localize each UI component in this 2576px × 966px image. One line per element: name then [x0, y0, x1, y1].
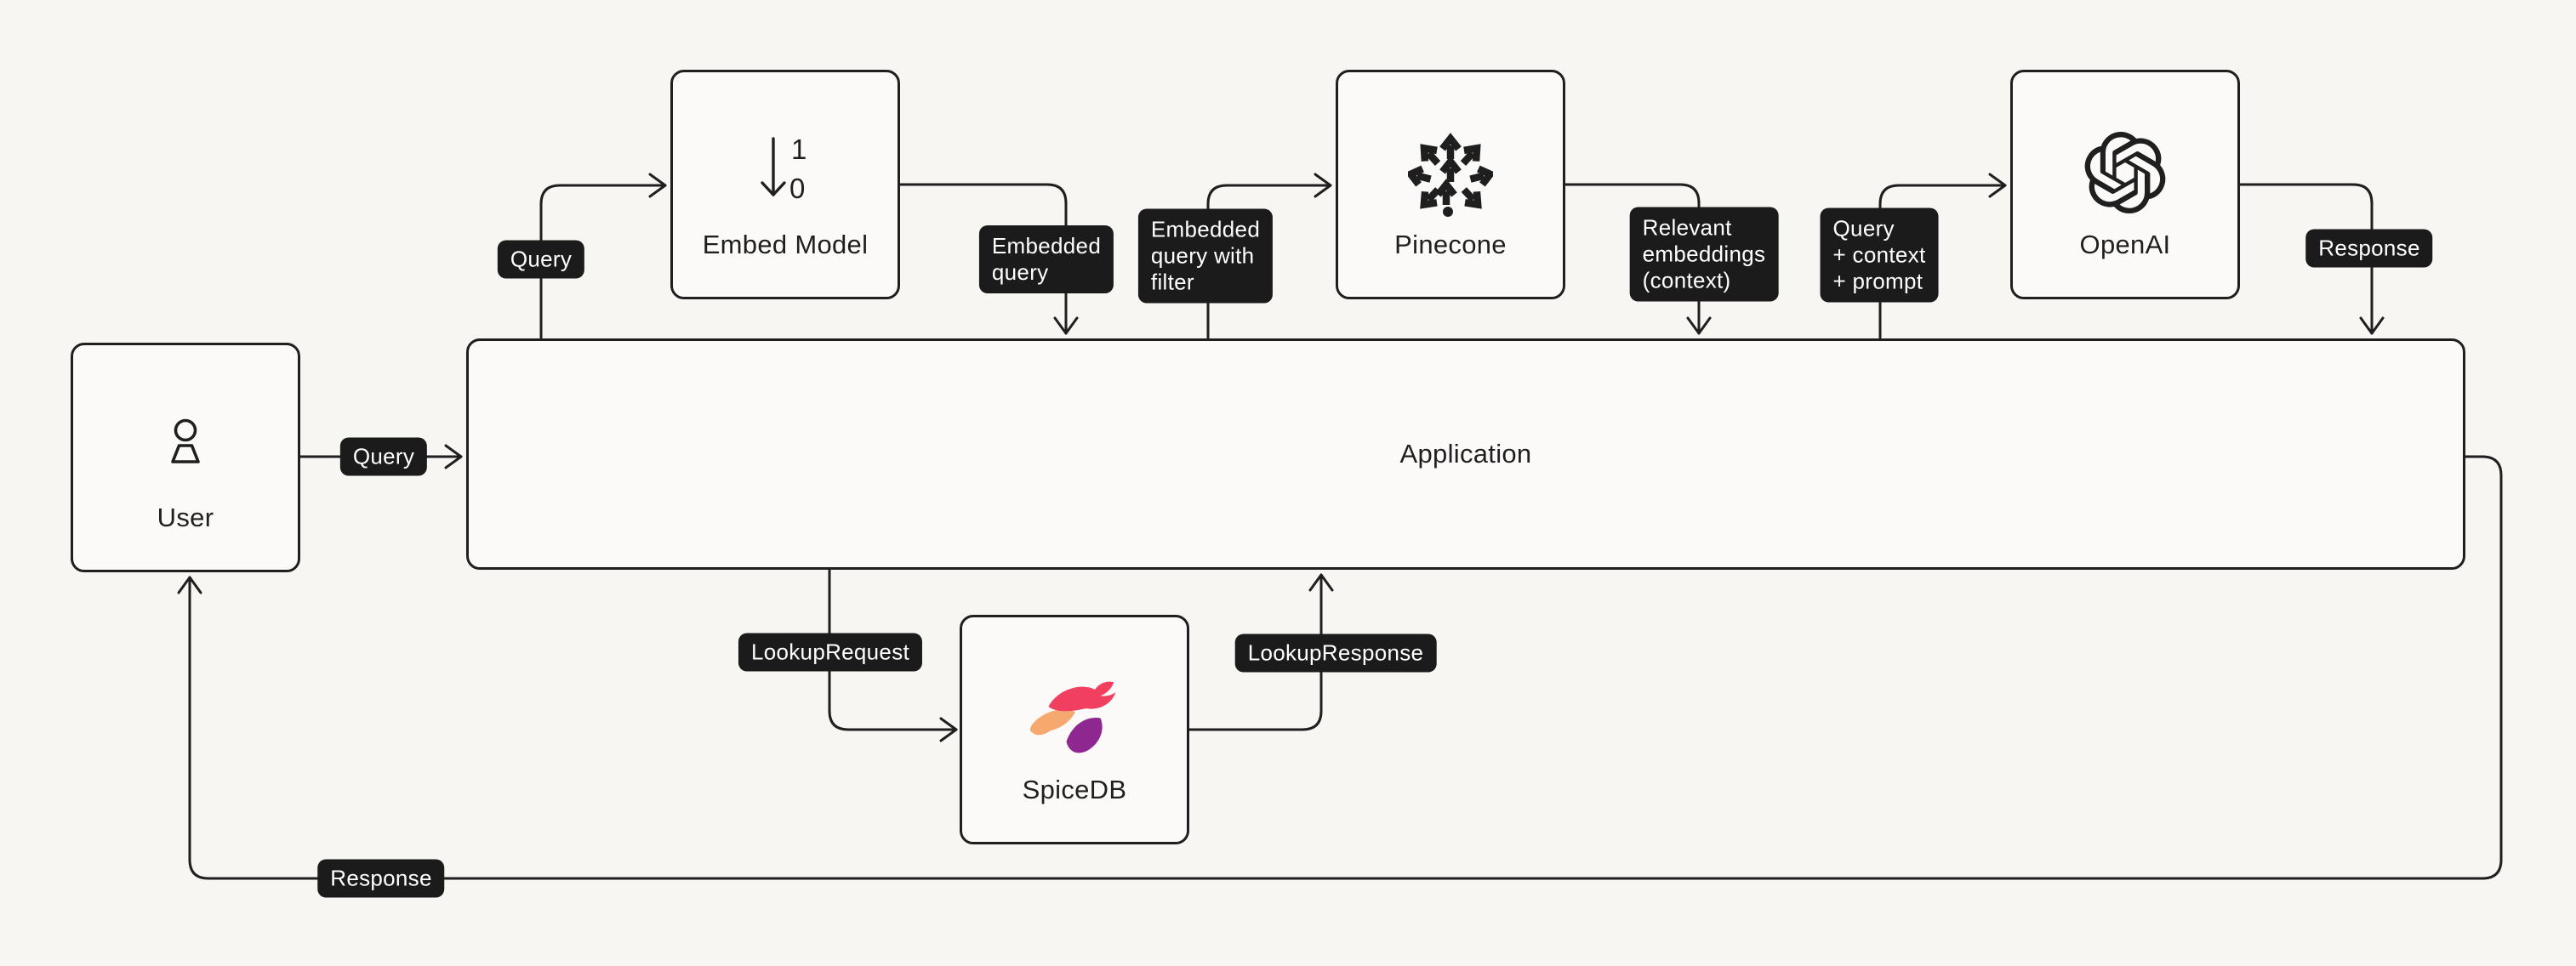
- edge-label-spicedb-to-app: LookupResponse: [1234, 634, 1437, 673]
- arrowhead-app-to-user: [177, 576, 202, 594]
- node-label-spicedb: SpiceDB: [1022, 775, 1127, 804]
- embed-digit-zero: 0: [789, 173, 805, 204]
- arrowhead-app-to-embed: [648, 173, 667, 198]
- arrowhead-user-to-app: [444, 444, 463, 469]
- node-spicedb: SpiceDB: [960, 615, 1189, 844]
- node-pinecone: Pinecone: [1336, 70, 1565, 299]
- user-icon: [171, 418, 200, 463]
- openai-icon: [2084, 132, 2166, 213]
- edge-spicedb-to-app: [1188, 573, 1323, 731]
- arrowhead-openai-to-app: [2359, 316, 2385, 335]
- embed-model-icon: 1 0: [761, 134, 806, 204]
- spicedb-icon: [1030, 681, 1116, 753]
- arrowhead-app-to-spicedb: [939, 717, 958, 742]
- arrowhead-app-to-openai: [1988, 173, 2007, 198]
- node-embed-model: 1 0 Embed Model: [670, 70, 900, 299]
- node-label-pinecone: Pinecone: [1394, 230, 1507, 259]
- node-label-openai: OpenAI: [2079, 230, 2171, 259]
- edge-label-app-to-embed: Query: [497, 240, 585, 279]
- edge-app-to-pinecone: [1206, 184, 1332, 339]
- edge-app-to-user: [188, 455, 2503, 880]
- node-label-user: User: [157, 503, 214, 532]
- edge-label-pinecone-to-app: Relevant embeddings (context): [1629, 207, 1779, 302]
- edge-app-to-openai: [1878, 184, 2007, 339]
- arrowhead-app-to-pinecone: [1314, 173, 1332, 198]
- edge-pinecone-to-app: [1564, 183, 1701, 335]
- edge-label-app-to-spicedb: LookupRequest: [738, 633, 923, 672]
- node-application: Application: [466, 338, 2465, 570]
- edge-label-app-to-pinecone: Embedded query with filter: [1137, 208, 1274, 304]
- edge-label-app-to-user: Response: [317, 859, 445, 898]
- edge-label-embed-to-app: Embedded query: [978, 225, 1114, 293]
- edge-label-openai-to-app: Response: [2305, 229, 2433, 268]
- pinecone-icon: [1408, 128, 1493, 217]
- node-label-embed-model: Embed Model: [702, 230, 869, 259]
- edge-app-to-spicedb: [828, 568, 958, 731]
- edge-embed-to-app: [898, 183, 1068, 335]
- embed-digit-one: 1: [791, 134, 806, 165]
- node-user: User: [71, 343, 300, 572]
- edge-label-user-to-app: Query: [339, 437, 428, 476]
- edge-app-to-embed: [539, 184, 667, 339]
- node-label-application: Application: [1399, 439, 1532, 469]
- arrowhead-embed-to-app: [1053, 316, 1079, 335]
- edge-openai-to-app: [2238, 183, 2374, 335]
- edge-label-app-to-openai: Query + context + prompt: [1820, 207, 1939, 303]
- node-openai: OpenAI: [2010, 70, 2240, 299]
- arrowhead-pinecone-to-app: [1686, 316, 1712, 335]
- arrowhead-spicedb-to-app: [1308, 573, 1334, 592]
